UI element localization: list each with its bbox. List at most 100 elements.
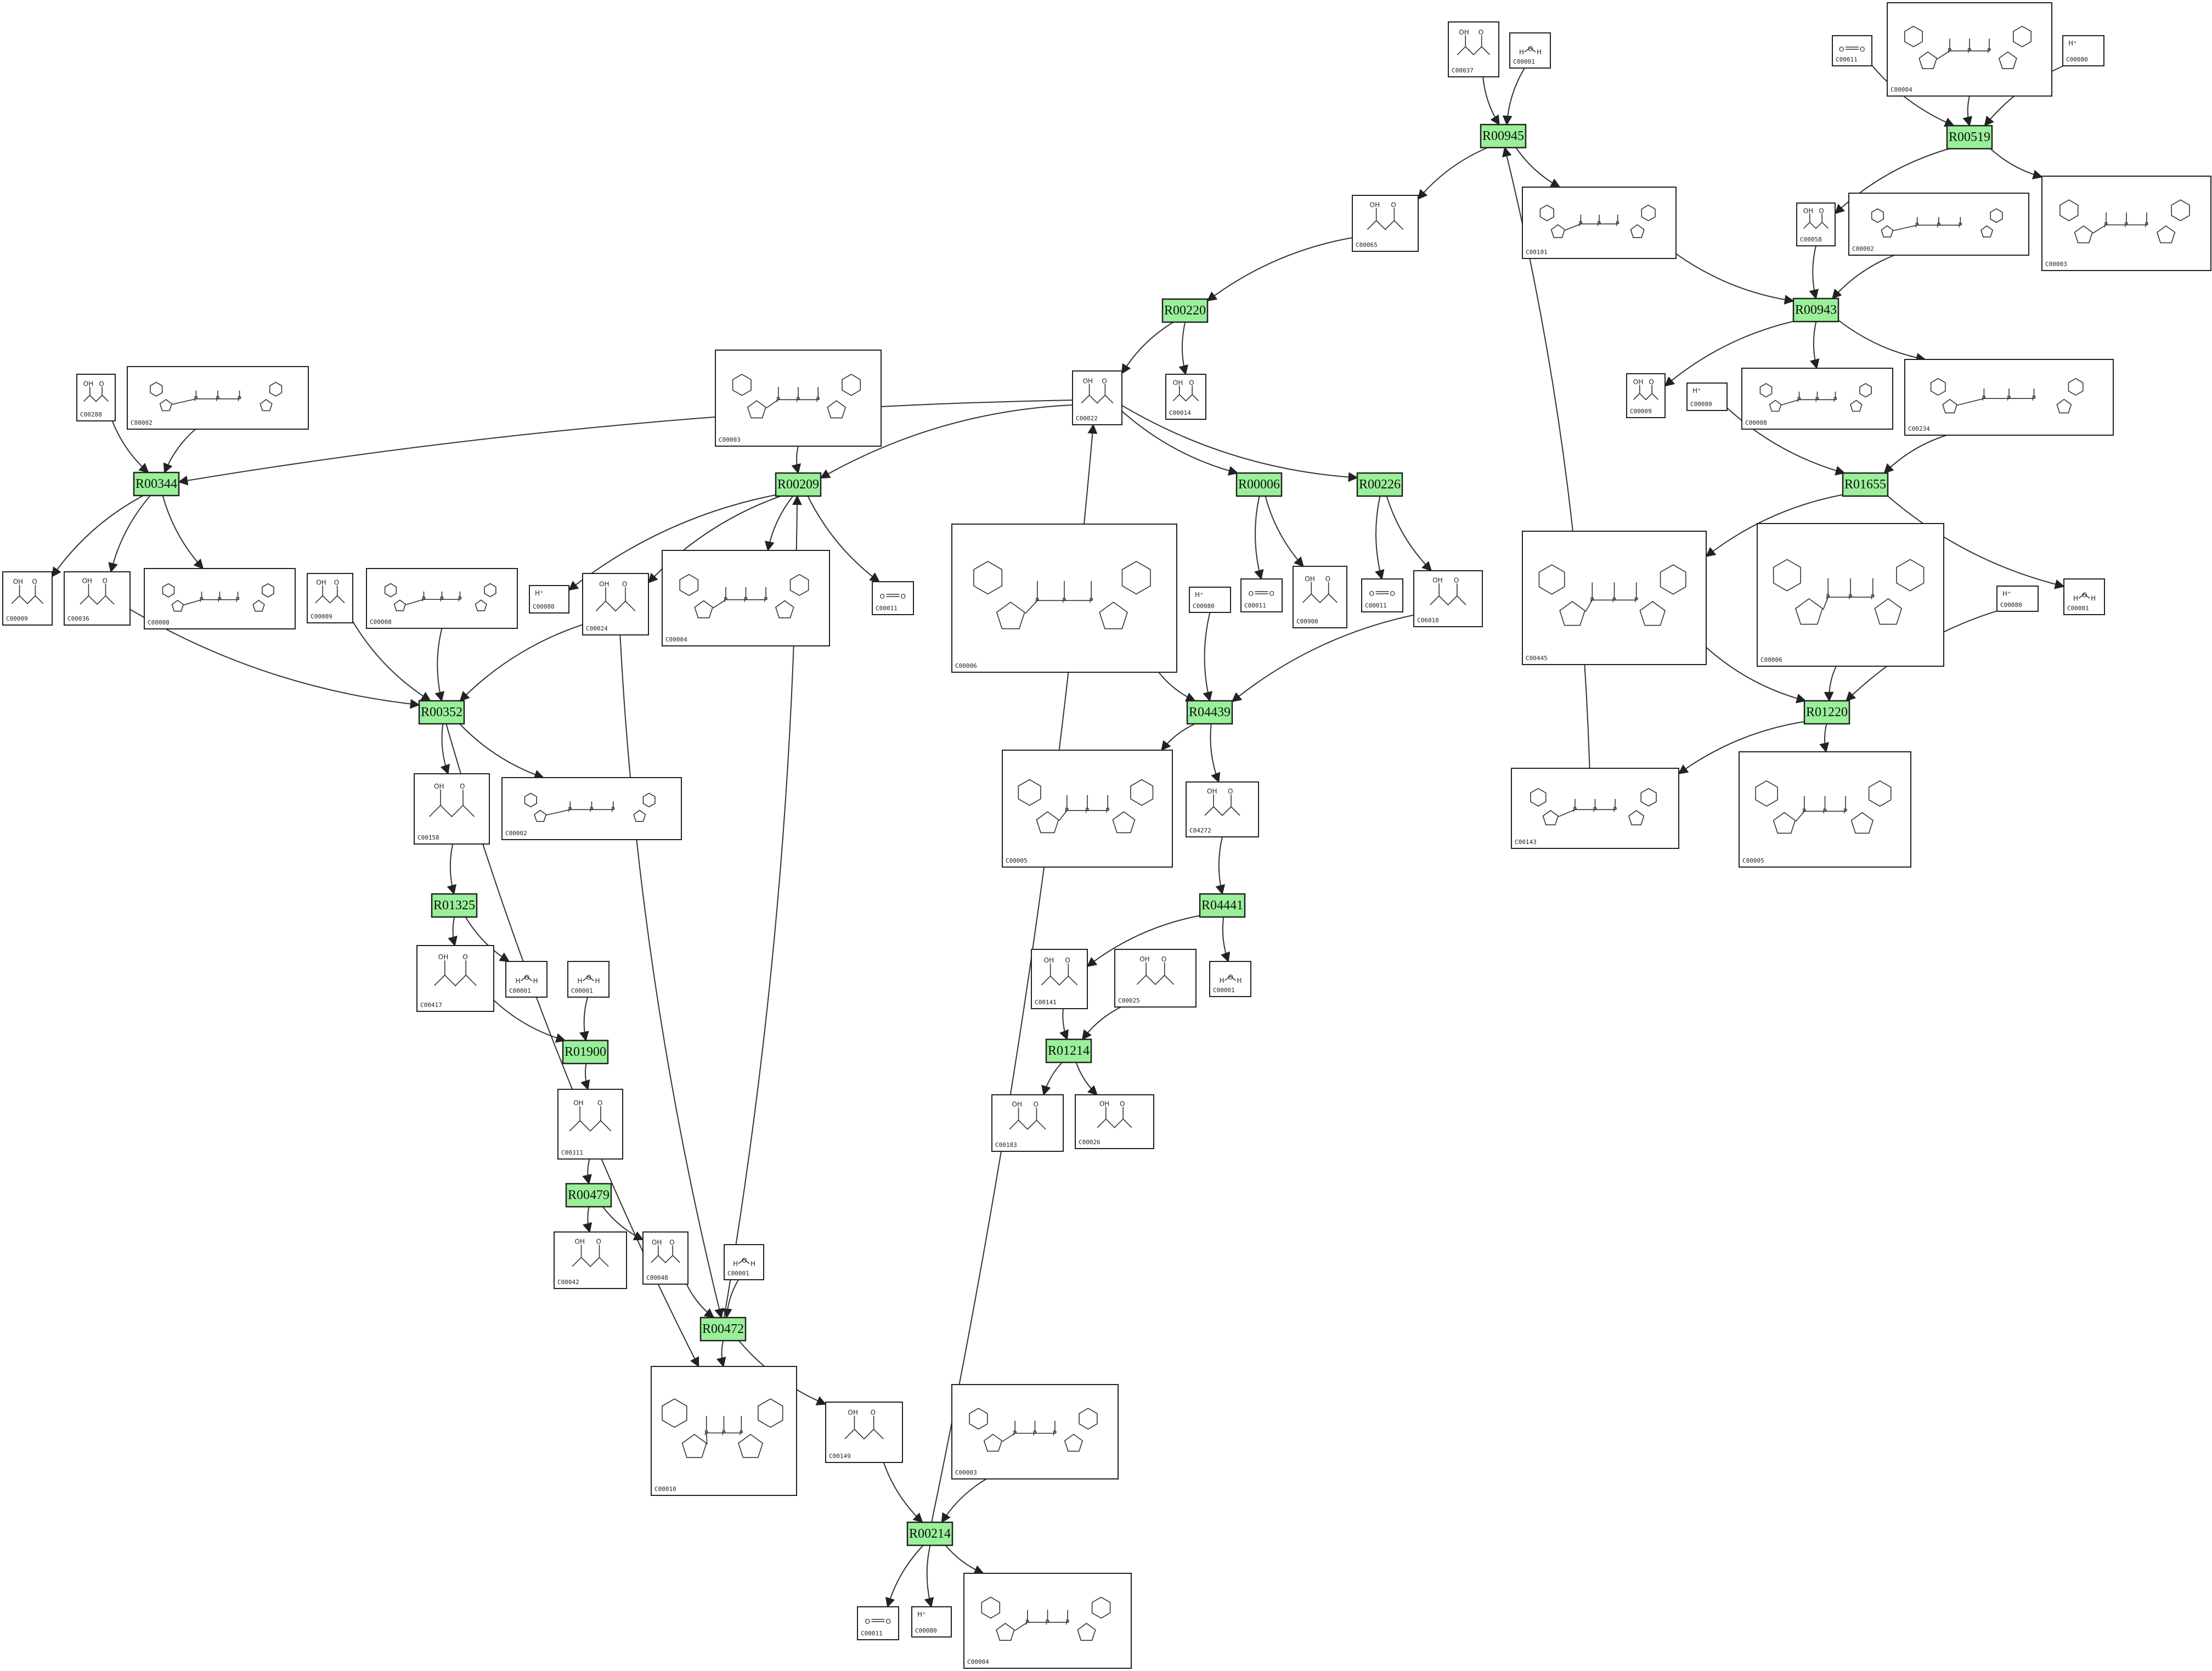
reaction-r00352[interactable]: R00352 xyxy=(418,700,465,725)
compound-c00080[interactable]: H⁺C00080 xyxy=(1686,382,1728,411)
compound-c00080[interactable]: H⁺C00080 xyxy=(911,1606,952,1638)
edge-r00943-to-c00008 xyxy=(1809,321,1820,369)
reaction-r00519[interactable]: R00519 xyxy=(1946,125,1993,150)
reaction-r00943[interactable]: R00943 xyxy=(1792,297,1839,323)
compound-c00080[interactable]: H⁺C00080 xyxy=(2062,35,2104,66)
compound-frame xyxy=(1240,578,1283,612)
reaction-r00214[interactable]: R00214 xyxy=(906,1521,953,1546)
reaction-r00479[interactable]: R00479 xyxy=(565,1183,612,1208)
edge-c00009-to-r00352 xyxy=(352,621,431,701)
reaction-r00209[interactable]: R00209 xyxy=(775,472,822,497)
compound-id: C00311 xyxy=(561,1149,583,1156)
svg-text:P: P xyxy=(440,595,444,603)
compound-id: C00006 xyxy=(1760,656,1782,663)
reaction-r00220[interactable]: R00220 xyxy=(1161,298,1209,323)
svg-text:P: P xyxy=(568,806,572,813)
compound-c00080[interactable]: H⁺C00080 xyxy=(1996,586,2039,612)
reaction-node xyxy=(562,1039,609,1065)
reaction-r01325[interactable]: R01325 xyxy=(431,893,478,918)
svg-text:P: P xyxy=(422,595,426,603)
reaction-r01214[interactable]: R01214 xyxy=(1045,1038,1092,1064)
reaction-r01900[interactable]: R01900 xyxy=(562,1039,609,1065)
compound-c00080[interactable]: H⁺C00080 xyxy=(529,585,569,614)
reaction-r01220[interactable]: R01220 xyxy=(1803,700,1850,725)
reaction-r04439[interactable]: R04439 xyxy=(1186,700,1233,725)
edge-r01900-to-c00311 xyxy=(580,1063,590,1090)
reaction-r00006[interactable]: R00006 xyxy=(1235,472,1283,497)
edge-c00024-to-r00352 xyxy=(459,624,583,702)
reaction-r01655[interactable]: R01655 xyxy=(1842,472,1889,497)
compound-c00080[interactable]: H⁺C00080 xyxy=(1189,587,1231,613)
reaction-r00344[interactable]: R00344 xyxy=(133,471,180,497)
reaction-r04441[interactable]: R04441 xyxy=(1199,893,1246,918)
svg-text:O: O xyxy=(1228,974,1233,981)
edge-r00214-to-c00004 xyxy=(945,1545,985,1574)
reaction-r00226[interactable]: R00226 xyxy=(1356,472,1403,497)
compound-id: C00008 xyxy=(370,618,392,626)
compound-id: C00001 xyxy=(2067,605,2089,612)
reaction-r00472[interactable]: R00472 xyxy=(699,1316,747,1342)
reaction-r00945[interactable]: R00945 xyxy=(1480,123,1527,149)
